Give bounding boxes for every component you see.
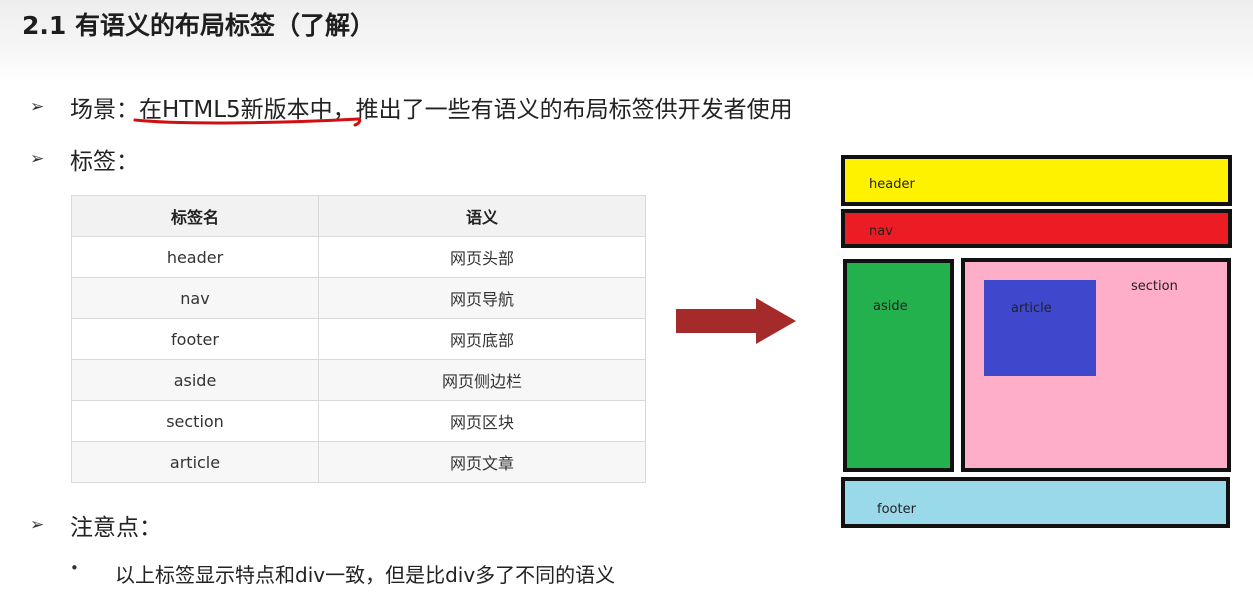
tag-meaning-cell: 网页底部 bbox=[318, 318, 646, 360]
tag-meaning-cell: 网页区块 bbox=[318, 400, 646, 442]
scene-label: 场景： bbox=[70, 97, 139, 123]
layout-aside-block: aside bbox=[843, 259, 954, 472]
table-row: article 网页文章 bbox=[71, 441, 646, 483]
table-row: header 网页头部 bbox=[71, 236, 646, 278]
bullet-notes: ➢ 注意点： bbox=[30, 508, 162, 542]
tag-meaning-cell: 网页侧边栏 bbox=[318, 359, 646, 401]
layout-article-label: article bbox=[1011, 301, 1052, 316]
layout-nav-label: nav bbox=[869, 224, 893, 239]
table-row: footer 网页底部 bbox=[71, 318, 646, 360]
tag-name-cell: article bbox=[71, 441, 319, 483]
slide-title: 2.1 有语义的布局标签（了解） bbox=[22, 11, 375, 40]
right-arrow-icon bbox=[676, 298, 796, 344]
bullet-tags: ➢ 标签： bbox=[30, 142, 139, 176]
table-row: nav 网页导航 bbox=[71, 277, 646, 319]
dot-bullet-icon: • bbox=[70, 559, 79, 577]
tag-name-cell: section bbox=[71, 400, 319, 442]
scene-rest: ，推出了一些有语义的布局标签供开发者使用 bbox=[332, 97, 793, 123]
tag-meaning-cell: 网页头部 bbox=[318, 236, 646, 278]
layout-aside-label: aside bbox=[873, 299, 908, 314]
title-band bbox=[0, 0, 1253, 82]
table-row: section 网页区块 bbox=[71, 400, 646, 442]
column-header-tag-name: 标签名 bbox=[71, 195, 319, 237]
layout-header-label: header bbox=[869, 177, 915, 192]
layout-footer-label: footer bbox=[877, 502, 916, 517]
scene-highlight-text: 在HTML5新版本中 bbox=[139, 97, 333, 123]
tag-name-cell: aside bbox=[71, 359, 319, 401]
arrow-bullet-icon: ➢ bbox=[30, 515, 45, 535]
arrow-bullet-icon: ➢ bbox=[30, 149, 45, 169]
layout-nav-block: nav bbox=[841, 209, 1232, 248]
layout-footer-block: footer bbox=[841, 477, 1230, 528]
table-row: aside 网页侧边栏 bbox=[71, 359, 646, 401]
table-header-row: 标签名 语义 bbox=[71, 195, 646, 237]
layout-section-label: section bbox=[1131, 279, 1178, 294]
tag-meaning-cell: 网页文章 bbox=[318, 441, 646, 483]
scene-highlight: 在HTML5新版本中 bbox=[133, 90, 362, 127]
tag-meaning-cell: 网页导航 bbox=[318, 277, 646, 319]
layout-header-block: header bbox=[841, 155, 1232, 206]
notes-label: 注意点： bbox=[70, 515, 162, 541]
tag-name-cell: header bbox=[71, 236, 319, 278]
note-item: 以上标签显示特点和div一致，但是比div多了不同的语义 bbox=[115, 563, 616, 587]
tag-name-cell: footer bbox=[71, 318, 319, 360]
arrow-bullet-icon: ➢ bbox=[30, 97, 45, 117]
red-underline-annotation bbox=[133, 117, 362, 127]
tag-name-cell: nav bbox=[71, 277, 319, 319]
semantic-tags-table: 标签名 语义 header 网页头部 nav 网页导航 footer 网页底部 … bbox=[71, 195, 646, 483]
layout-article-block: article bbox=[984, 280, 1096, 376]
tags-label: 标签： bbox=[70, 149, 139, 175]
column-header-semantics: 语义 bbox=[318, 195, 646, 237]
bullet-scene: ➢ 场景： 在HTML5新版本中 ，推出了一些有语义的布局标签供开发者使用 bbox=[30, 90, 793, 127]
